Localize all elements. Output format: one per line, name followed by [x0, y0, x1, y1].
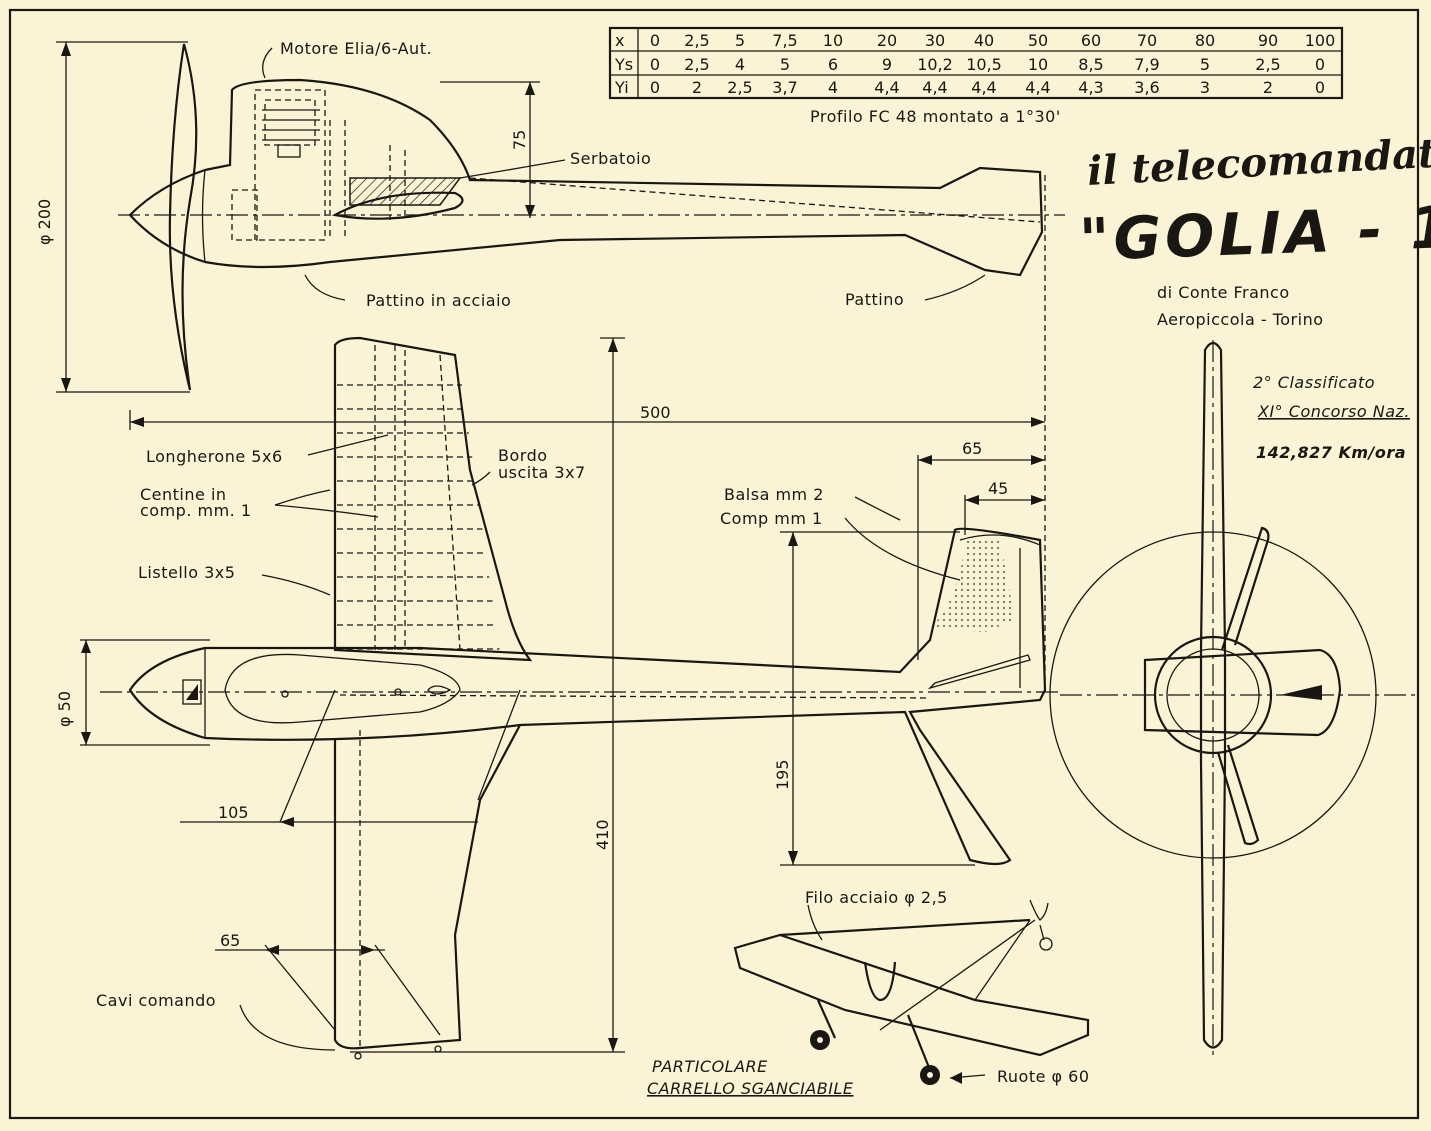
table-cell-yi: 4,3: [1078, 78, 1103, 97]
table-row-label: Yi: [614, 78, 629, 97]
front-view: [1049, 340, 1420, 1055]
table-cell-ys: 10,5: [966, 55, 1002, 74]
table-cell-yi: 4,4: [874, 78, 899, 97]
label-comp: Comp mm 1: [720, 509, 823, 528]
table-cell-yi: 4,4: [1025, 78, 1050, 97]
prop-diameter-dim: φ 200: [35, 199, 54, 245]
label-steel-wire: Filo acciaio φ 2,5: [805, 888, 948, 907]
table-cell-ys: 7,9: [1134, 55, 1159, 74]
profile-caption: Profilo FC 48 montato a 1°30': [810, 107, 1061, 126]
label-detail-2: CARRELLO SGANCIABILE: [647, 1079, 854, 1098]
label-steel-skid: Pattino in acciaio: [366, 291, 511, 310]
top-fuselage-outline: [128, 527, 1047, 866]
table-cell-x: 100: [1305, 31, 1336, 50]
top-wing-inboard: [333, 336, 533, 662]
table-cell-yi: 3,6: [1134, 78, 1159, 97]
table-cell-x: 5: [735, 31, 745, 50]
award-place: 2° Classificato: [1253, 373, 1375, 392]
table-cell-x: 60: [1081, 31, 1101, 50]
sheet-border: [8, 8, 1420, 1120]
wing-half-dim: 410: [593, 819, 612, 850]
table-cell-ys: 0: [650, 55, 660, 74]
label-motor: Motore Elia/6-Aut.: [280, 39, 432, 58]
top-wing-lower: [333, 724, 521, 1050]
label-trailing-edge-1: Bordo: [498, 446, 548, 465]
fin-inner-dim: 45: [988, 479, 1008, 498]
table-cell-x: 10: [823, 31, 843, 50]
table-cell-yi: 4,4: [922, 78, 947, 97]
side-view: φ 200 75 Motore Elia/: [35, 39, 1065, 393]
dist-65-dim: 65: [220, 931, 240, 950]
height-dim: 75: [510, 130, 529, 150]
table-cell-yi: 2,5: [727, 78, 752, 97]
table-cell-yi: 4: [828, 78, 838, 97]
club-name: Aeropiccola - Torino: [1157, 310, 1324, 329]
label-control-cables: Cavi comando: [96, 991, 216, 1010]
fuselage-diameter-dim: φ 50: [55, 691, 74, 727]
label-trailing-edge-2: uscita 3x7: [498, 463, 586, 482]
table-cell-x: 80: [1195, 31, 1215, 50]
side-fuselage-outline: [128, 78, 1044, 277]
fin-width-dim: 65: [962, 439, 982, 458]
table-cell-ys: 8,5: [1078, 55, 1103, 74]
table-cell-x: 40: [974, 31, 994, 50]
table-cell-yi: 0: [650, 78, 660, 97]
table-cell-yi: 3,7: [772, 78, 797, 97]
table-cell-ys: 4: [735, 55, 745, 74]
table-row-label: Ys: [614, 55, 633, 74]
award-speed: 142,827 Km/ora: [1256, 443, 1406, 462]
label-ribs-1: Centine in: [140, 485, 227, 504]
table-cell-yi: 2: [692, 78, 702, 97]
table-cell-x: 70: [1137, 31, 1157, 50]
table-cell-x: 30: [925, 31, 945, 50]
table-cell-ys: 0: [1315, 55, 1325, 74]
table-row-label: x: [615, 31, 624, 50]
label-balsa: Balsa mm 2: [724, 485, 824, 504]
award-contest: XI° Concorso Naz.: [1257, 402, 1410, 421]
author-name: di Conte Franco: [1157, 283, 1290, 302]
label-detail-1: PARTICOLARE: [652, 1057, 768, 1076]
label-skid: Pattino: [845, 290, 904, 309]
title-line1: il telecomandato: [1086, 128, 1431, 195]
table-cell-ys: 10,2: [917, 55, 953, 74]
table-cell-yi: 0: [1315, 78, 1325, 97]
landing-gear-detail: Filo acciaio φ 2,5 Ruote φ 60 PARTICOLAR…: [647, 888, 1090, 1098]
label-strip: Listello 3x5: [138, 563, 235, 582]
label-spar: Longherone 5x6: [146, 447, 283, 466]
table-cell-x: 0: [650, 31, 660, 50]
table-cell-ys: 2,5: [1255, 55, 1280, 74]
label-wheels: Ruote φ 60: [997, 1067, 1090, 1086]
dist-105-dim: 105: [218, 803, 249, 822]
top-view: φ 50 500 65 45 410 195: [55, 175, 1060, 1060]
table-cell-x: 90: [1258, 31, 1278, 50]
table-cell-yi: 4,4: [971, 78, 996, 97]
table-cell-ys: 6: [828, 55, 838, 74]
table-cell-x: 50: [1028, 31, 1048, 50]
label-ribs-2: comp. mm. 1: [140, 501, 252, 520]
table-cell-ys: 5: [1200, 55, 1210, 74]
table-cell-ys: 2,5: [684, 55, 709, 74]
table-cell-ys: 9: [882, 55, 892, 74]
title-model-name: "GOLIA - 1": [1078, 192, 1431, 274]
stab-span-dim: 195: [773, 759, 792, 790]
length-dim: 500: [640, 403, 671, 422]
table-cell-x: 20: [877, 31, 897, 50]
title-block: il telecomandato "GOLIA - 1" di Conte Fr…: [1078, 128, 1431, 462]
table-cell-ys: 5: [780, 55, 790, 74]
table-cell-x: 7,5: [772, 31, 797, 50]
label-tank: Serbatoio: [570, 149, 651, 168]
table-cell-ys: 10: [1028, 55, 1048, 74]
table-cell-yi: 2: [1263, 78, 1273, 97]
table-cell-yi: 3: [1200, 78, 1210, 97]
table-cell-x: 2,5: [684, 31, 709, 50]
